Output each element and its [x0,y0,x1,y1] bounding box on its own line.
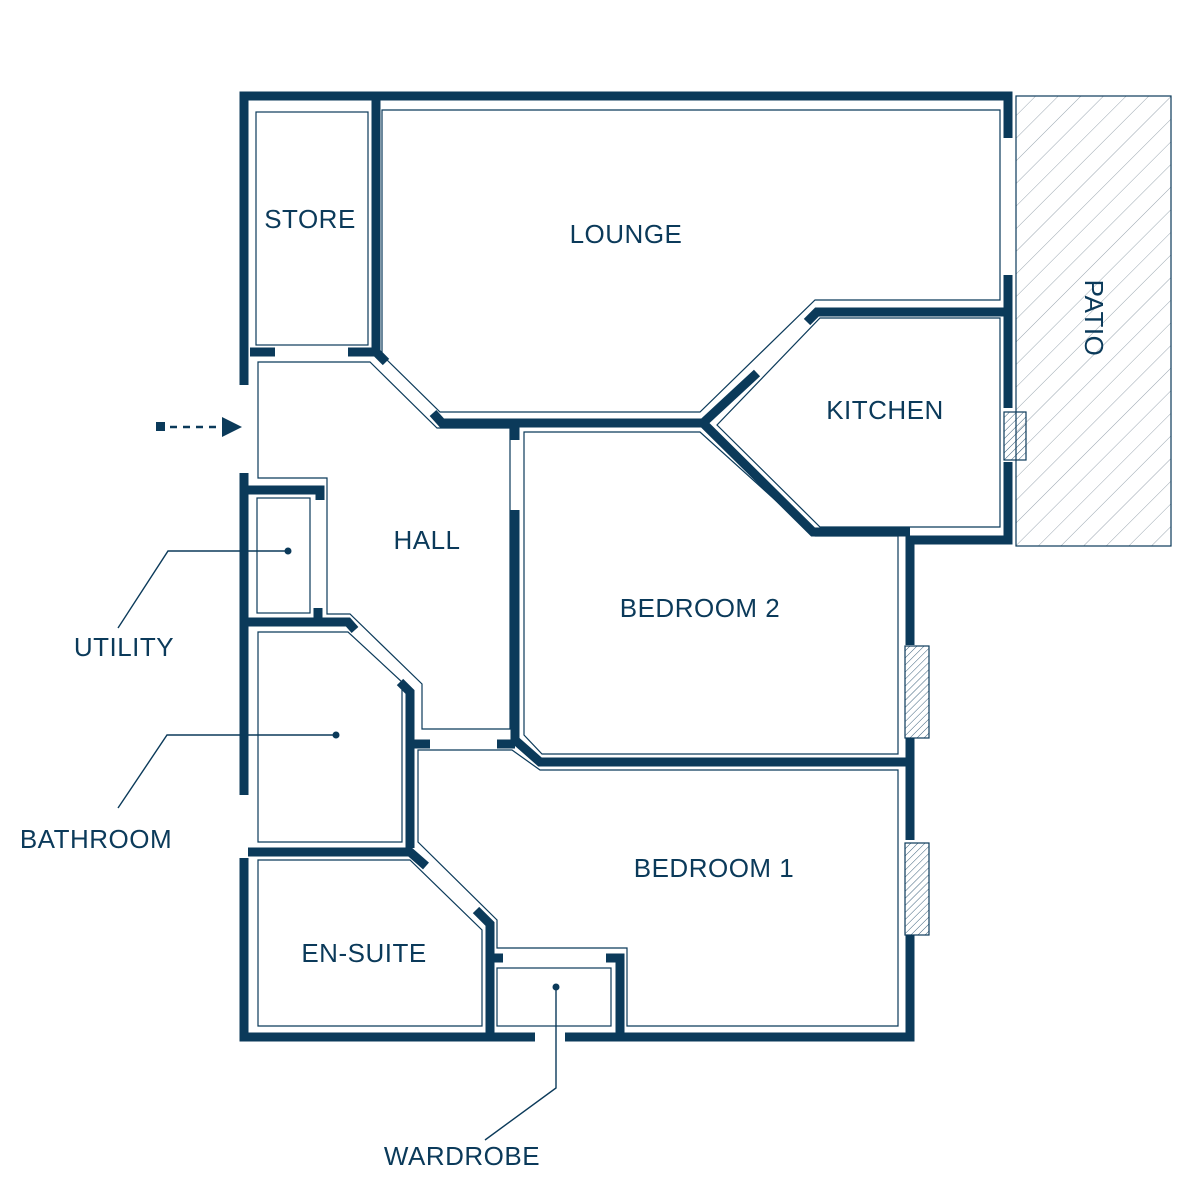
room-label-hall: HALL [393,525,460,555]
leader-lines [117,547,560,1141]
room-label-kitchen: KITCHEN [826,395,944,425]
room-label-wardrobe: WARDROBE [384,1141,540,1171]
room-label-en-suite: EN-SUITE [301,938,426,968]
room-label-bedroom-1: BEDROOM 1 [634,853,795,883]
room-label-patio: PATIO [1079,280,1109,357]
room-label-bathroom: BATHROOM [20,824,172,854]
patio-area [1015,95,1172,547]
dashed-arrow-right-icon [156,417,242,437]
window-bedroom-2 [904,645,930,739]
inner-wall-outlines [255,109,1001,1027]
window-bedroom-1 [904,842,930,936]
room-label-utility: UTILITY [74,632,174,662]
room-label-lounge: LOUNGE [570,219,683,249]
window-kitchen [1003,411,1027,461]
walls [239,91,1013,1042]
room-label-bedroom-2: BEDROOM 2 [620,593,781,623]
room-label-store: STORE [264,204,356,234]
